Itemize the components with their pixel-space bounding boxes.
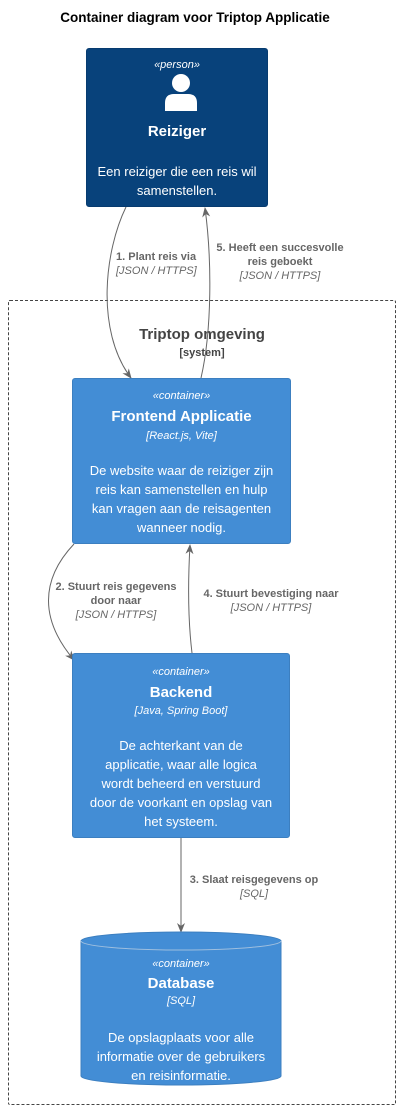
edge-label-3: 3. Slaat reisgegevens op [SQL] xyxy=(181,873,327,901)
backend-desc-line: De achterkant van de xyxy=(119,738,243,753)
frontend-desc-line: De website waar de reiziger zijn xyxy=(89,463,274,478)
database-description: De opslagplaats voor alle informatie ove… xyxy=(82,1028,280,1085)
backend-stereotype: «container» xyxy=(152,666,210,678)
system-boundary xyxy=(8,300,396,1105)
database-cylinder xyxy=(80,931,282,1086)
edge-label-2: 2. Stuurt reis gegevens door naar [JSON … xyxy=(52,580,180,622)
edge-label-5: 5. Heeft een succesvolle reis geboekt [J… xyxy=(210,241,350,283)
backend-description: De achterkant van de applicatie, waar al… xyxy=(81,736,281,831)
edge-label-text: 4. Stuurt bevestiging naar xyxy=(203,588,339,600)
database-technology: [SQL] xyxy=(166,995,196,1007)
person-description: Een reiziger die een reis wil samenstell… xyxy=(95,162,259,200)
database-stereotype: «container» xyxy=(152,958,210,970)
frontend-desc-line: kan vragen aan de reisagenten xyxy=(91,501,272,516)
edge-succesvolle-reis xyxy=(200,207,211,379)
edge-label-4: 4. Stuurt bevestiging naar [JSON / HTTPS… xyxy=(193,587,349,615)
edge-label-technology: [JSON / HTTPS] xyxy=(239,270,321,282)
backend-name: Backend xyxy=(149,684,213,701)
edge-label-text: 5. Heeft een succesvolle xyxy=(216,242,344,254)
frontend-description: De website waar de reiziger zijn reis ka… xyxy=(81,461,282,537)
boundary-name: Triptop omgeving xyxy=(139,326,265,343)
diagram-title: Container diagram voor Triptop Applicati… xyxy=(60,10,330,25)
edge-label-technology: [JSON / HTTPS] xyxy=(230,602,312,614)
container-frontend: «container» Frontend Applicatie [React.j… xyxy=(72,378,291,544)
frontend-desc-line: reis kan samenstellen en hulp xyxy=(95,482,268,497)
edge-stuurt-bevestiging xyxy=(185,544,194,654)
edge-label-text: 3. Slaat reisgegevens op xyxy=(189,874,319,886)
person-reiziger: «person» Reiziger Een reiziger die een r… xyxy=(86,48,268,207)
person-icon xyxy=(165,74,197,111)
boundary-type: [system] xyxy=(179,347,225,359)
frontend-desc-line: wanneer nodig. xyxy=(137,520,226,535)
edge-label-technology: [JSON / HTTPS] xyxy=(75,609,157,621)
edge-label-text: 2. Stuurt reis gegevens xyxy=(55,581,177,593)
backend-technology: [Java, Spring Boot] xyxy=(134,705,228,717)
edge-label-text: 1. Plant reis via xyxy=(116,251,197,263)
edge-plant-reis xyxy=(106,206,132,379)
database-desc-line: De opslagplaats voor alle xyxy=(108,1030,254,1045)
database-name: Database xyxy=(147,975,215,992)
backend-desc-line: door de voorkant en opslag van xyxy=(89,795,273,810)
backend-desc-line: wordt beheerd en verstuurd xyxy=(101,776,261,791)
edge-label-technology: [SQL] xyxy=(239,888,269,900)
edge-label-text: reis geboekt xyxy=(247,256,313,268)
edge-label-text: door naar xyxy=(90,595,142,607)
person-name: Reiziger xyxy=(147,123,207,140)
person-desc-line: samenstellen. xyxy=(136,183,218,198)
frontend-stereotype: «container» xyxy=(152,390,211,402)
person-desc-line: Een reiziger die een reis wil xyxy=(97,164,257,179)
database-desc-line: informatie over de gebruikers xyxy=(96,1049,266,1064)
backend-desc-line: het systeem. xyxy=(144,814,218,829)
backend-desc-line: applicatie, waar alle logica xyxy=(105,757,257,772)
frontend-name: Frontend Applicatie xyxy=(111,408,252,425)
container-backend: «container» Backend [Java, Spring Boot] … xyxy=(72,653,290,838)
edge-label-technology: [JSON / HTTPS] xyxy=(116,265,197,277)
person-stereotype: «person» xyxy=(154,59,200,71)
database-desc-line: en reisinformatie. xyxy=(131,1068,231,1083)
edge-stuurt-reis-gegevens xyxy=(48,543,75,661)
frontend-technology: [React.js, Vite] xyxy=(146,430,217,442)
edge-label-1: 1. Plant reis via [JSON / HTTPS] xyxy=(116,250,197,278)
